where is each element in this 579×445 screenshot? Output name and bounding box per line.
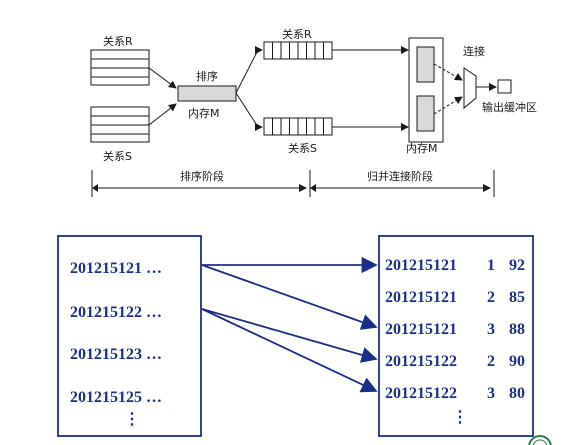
- merge-phase-label: 归并连接阶段: [367, 169, 433, 183]
- student-id-cell: 201215121: [385, 257, 457, 274]
- right-table-row: 201215121 2 85: [385, 289, 525, 306]
- join-operator: [463, 67, 477, 110]
- right-table-row: 201215122 3 80: [385, 385, 525, 402]
- r-to-sort-arrow: [148, 67, 177, 89]
- s-to-sort-arrow: [148, 103, 177, 126]
- merge-memory-label: 内存M: [406, 141, 438, 155]
- merge-memory: [408, 37, 444, 143]
- sorted-r-array: [263, 41, 333, 60]
- sort-to-sorted-r-arrow: [235, 46, 263, 94]
- row2-to-match4-arrow: [201, 308, 378, 363]
- row1-to-match3-arrow: [201, 264, 378, 330]
- relation-s-stack: [90, 106, 150, 143]
- merge-bottom-to-join-arrow: [433, 96, 463, 115]
- join-arrows: [201, 256, 378, 393]
- grade-cell: 80: [509, 385, 525, 402]
- sort-to-sorted-s-arrow: [235, 92, 263, 131]
- right-table-row: 201215121 1 92: [385, 257, 525, 274]
- sort-phase-label: 排序阶段: [180, 169, 224, 183]
- left-table-ellipsis: ⋮: [124, 411, 140, 428]
- student-id-cell: 201215122: [385, 385, 457, 402]
- student-id-cell: 201215121: [385, 289, 457, 306]
- left-table-border: [57, 235, 202, 437]
- left-table-row: 201215125 …: [70, 389, 162, 406]
- right-table-border: [378, 235, 534, 437]
- course-cell: 3: [487, 385, 495, 402]
- sorted-s-array: [263, 117, 333, 136]
- sorted-r-label: 关系R: [282, 27, 312, 41]
- sorted-s-label: 关系S: [288, 141, 317, 155]
- merge-top-to-join-arrow: [433, 63, 463, 81]
- left-table-row: 201215123 …: [70, 346, 162, 363]
- logo-fragment: [528, 435, 552, 445]
- course-cell: 3: [487, 321, 495, 338]
- sort-label: 排序: [196, 69, 218, 83]
- course-cell: 2: [487, 289, 495, 306]
- relation-r-label: 关系R: [103, 34, 133, 48]
- output-buffer-box: [497, 79, 512, 94]
- course-cell: 1: [487, 257, 495, 274]
- relation-s-label: 关系S: [103, 149, 132, 163]
- grade-cell: 88: [509, 321, 525, 338]
- course-cell: 2: [487, 353, 495, 370]
- right-table: 201215121 1 92 201215121 2 85 201215121 …: [378, 235, 534, 437]
- right-table-row: 201215122 2 90: [385, 353, 525, 370]
- left-table-row: 201215122 …: [70, 304, 162, 321]
- row2-to-match5-arrow: [201, 308, 378, 393]
- output-buffer-label: 输出缓冲区: [482, 100, 537, 114]
- grade-cell: 85: [509, 289, 525, 306]
- grade-cell: 90: [509, 353, 525, 370]
- student-id-cell: 201215122: [385, 353, 457, 370]
- student-id-cell: 201215121: [385, 321, 457, 338]
- left-table: 201215121 … 201215122 … 201215123 … 2012…: [57, 235, 202, 437]
- right-table-ellipsis: ⋮: [452, 409, 468, 426]
- join-label: 连接: [463, 45, 485, 58]
- top-diagram: 关系R 关系S 排序 内存M 关系R: [90, 27, 537, 197]
- grade-cell: 92: [509, 257, 525, 274]
- left-table-row: 201215121 …: [70, 260, 162, 277]
- relation-r-stack: [90, 49, 150, 86]
- right-table-row: 201215121 3 88: [385, 321, 525, 338]
- sort-memory-box: [177, 85, 237, 102]
- memory-label: 内存M: [188, 106, 220, 120]
